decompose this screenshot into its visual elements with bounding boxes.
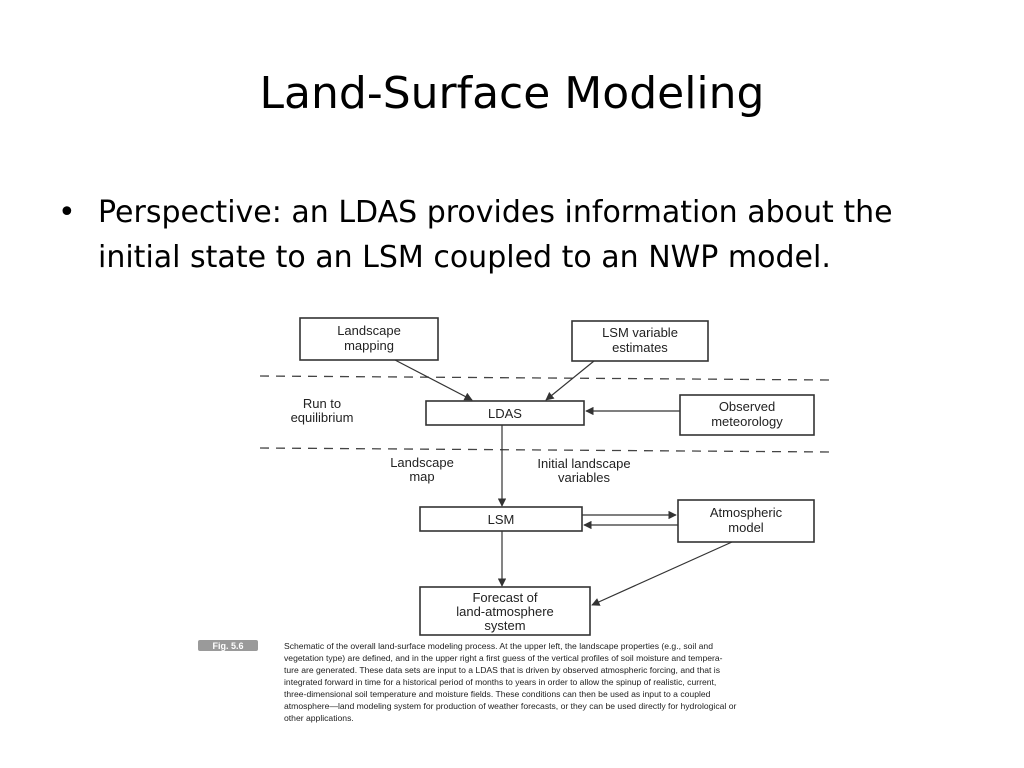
node-lsm-label: LSM <box>488 512 515 527</box>
caption-tag-badge <box>198 640 258 651</box>
caption-line-5: three-dimensional soil temperature and m… <box>284 689 711 699</box>
node-atmospheric-model-line-2: model <box>728 520 764 535</box>
dashed-separator-top <box>259 375 831 381</box>
caption-line-3: ture are generated. These data sets are … <box>284 665 720 675</box>
caption-line-6: atmosphere—land modeling system for prod… <box>284 701 736 711</box>
node-lsm-variable-estimates-line-2: estimates <box>612 340 668 355</box>
caption-line-7: other applications. <box>284 713 354 723</box>
bullet-list: • Perspective: an LDAS provides informat… <box>58 190 978 280</box>
node-observed-meteorology: Observed meteorology <box>679 394 815 436</box>
bullet-item: • Perspective: an LDAS provides informat… <box>58 190 978 280</box>
caption-line-1: Schematic of the overall land-surface mo… <box>284 641 713 651</box>
node-forecast-line-3: system <box>484 618 525 633</box>
caption-line-2: vegetation type) are defined, and in the… <box>284 653 723 663</box>
node-ldas: LDAS <box>425 400 585 426</box>
caption-tag-label: Fig. 5.6 <box>212 641 243 651</box>
label-landscape-map-line-2: map <box>409 469 434 484</box>
label-initial-landscape-variables-line-2: variables <box>558 470 611 485</box>
node-landscape-mapping-line-1: Landscape <box>337 323 401 338</box>
bullet-dot: • <box>58 195 76 230</box>
arrow-atmospheric-to-forecast <box>591 541 733 606</box>
slide-title: Land-Surface Modeling <box>259 68 765 119</box>
node-observed-meteorology-line-2: meteorology <box>711 414 783 429</box>
node-forecast-line-1: Forecast of <box>472 590 537 605</box>
node-lsm: LSM <box>419 506 583 532</box>
land-surface-modeling-diagram: Landscape mapping LSM variable estimates… <box>198 317 831 723</box>
node-atmospheric-model-line-1: Atmospheric <box>710 505 783 520</box>
dashed-separator-bottom <box>259 447 831 453</box>
arrow-lsm-estimates-to-ldas <box>545 360 595 401</box>
bullet-line-2: initial state to an LSM coupled to an NW… <box>98 240 831 275</box>
figure-caption: Fig. 5.6 Schematic of the overall land-s… <box>198 640 736 723</box>
node-atmospheric-model: Atmospheric model <box>677 499 815 543</box>
node-landscape-mapping-line-2: mapping <box>344 338 394 353</box>
label-run-to-equilibrium-line-2: equilibrium <box>291 410 354 425</box>
node-ldas-label: LDAS <box>488 406 522 421</box>
bullet-line-1: Perspective: an LDAS provides informatio… <box>98 195 893 230</box>
node-landscape-mapping: Landscape mapping <box>299 317 439 361</box>
node-lsm-variable-estimates-line-1: LSM variable <box>602 325 678 340</box>
label-run-to-equilibrium-line-1: Run to <box>303 396 341 411</box>
arrow-landscape-to-ldas <box>394 359 473 401</box>
node-lsm-variable-estimates: LSM variable estimates <box>571 320 709 362</box>
node-forecast: Forecast of land-atmosphere system <box>419 586 591 636</box>
node-forecast-line-2: land-atmosphere <box>456 604 554 619</box>
label-initial-landscape-variables-line-1: Initial landscape <box>537 456 630 471</box>
caption-line-4: integrated forward in time for a histori… <box>284 677 716 687</box>
node-observed-meteorology-line-1: Observed <box>719 399 775 414</box>
label-landscape-map-line-1: Landscape <box>390 455 454 470</box>
